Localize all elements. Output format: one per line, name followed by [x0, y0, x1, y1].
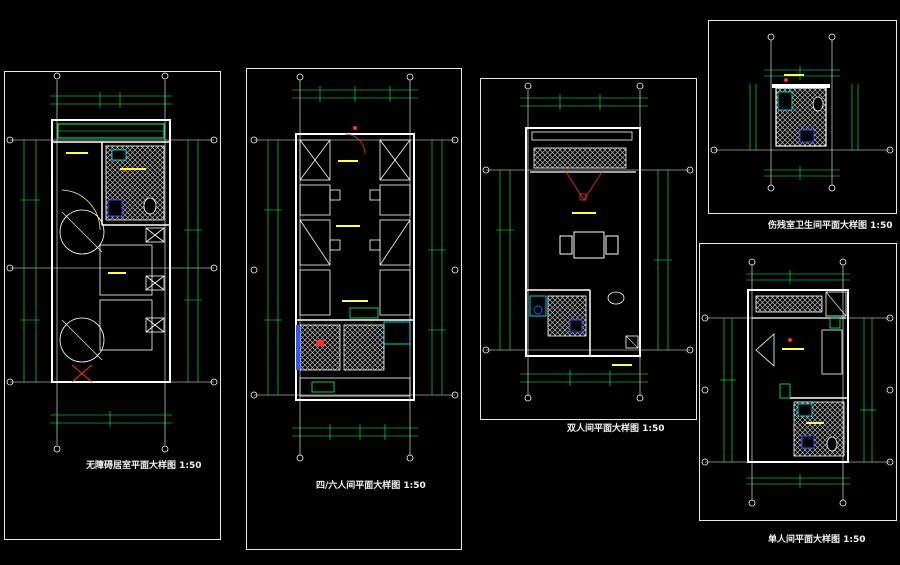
sheet-double	[480, 78, 697, 420]
caption-single: 单人间平面大样图 1:50	[768, 535, 866, 545]
plan-single	[701, 258, 894, 507]
caption-bathroom: 伤残室卫生间平面大样图 1:50	[768, 221, 893, 231]
sheet-four-six	[246, 68, 462, 550]
plan-double	[482, 82, 694, 402]
sheet-bathroom	[708, 20, 897, 214]
caption-double: 双人间平面大样图 1:50	[567, 424, 665, 434]
plan-accessible	[6, 72, 218, 453]
sheet-accessible	[4, 71, 221, 540]
plan-four-six	[250, 73, 459, 462]
sheet-single	[699, 243, 897, 521]
plan-bathroom	[710, 33, 894, 192]
caption-accessible: 无障碍居室平面大样图 1:50	[86, 461, 202, 471]
caption-four-six: 四/六人间平面大样图 1:50	[316, 481, 426, 491]
